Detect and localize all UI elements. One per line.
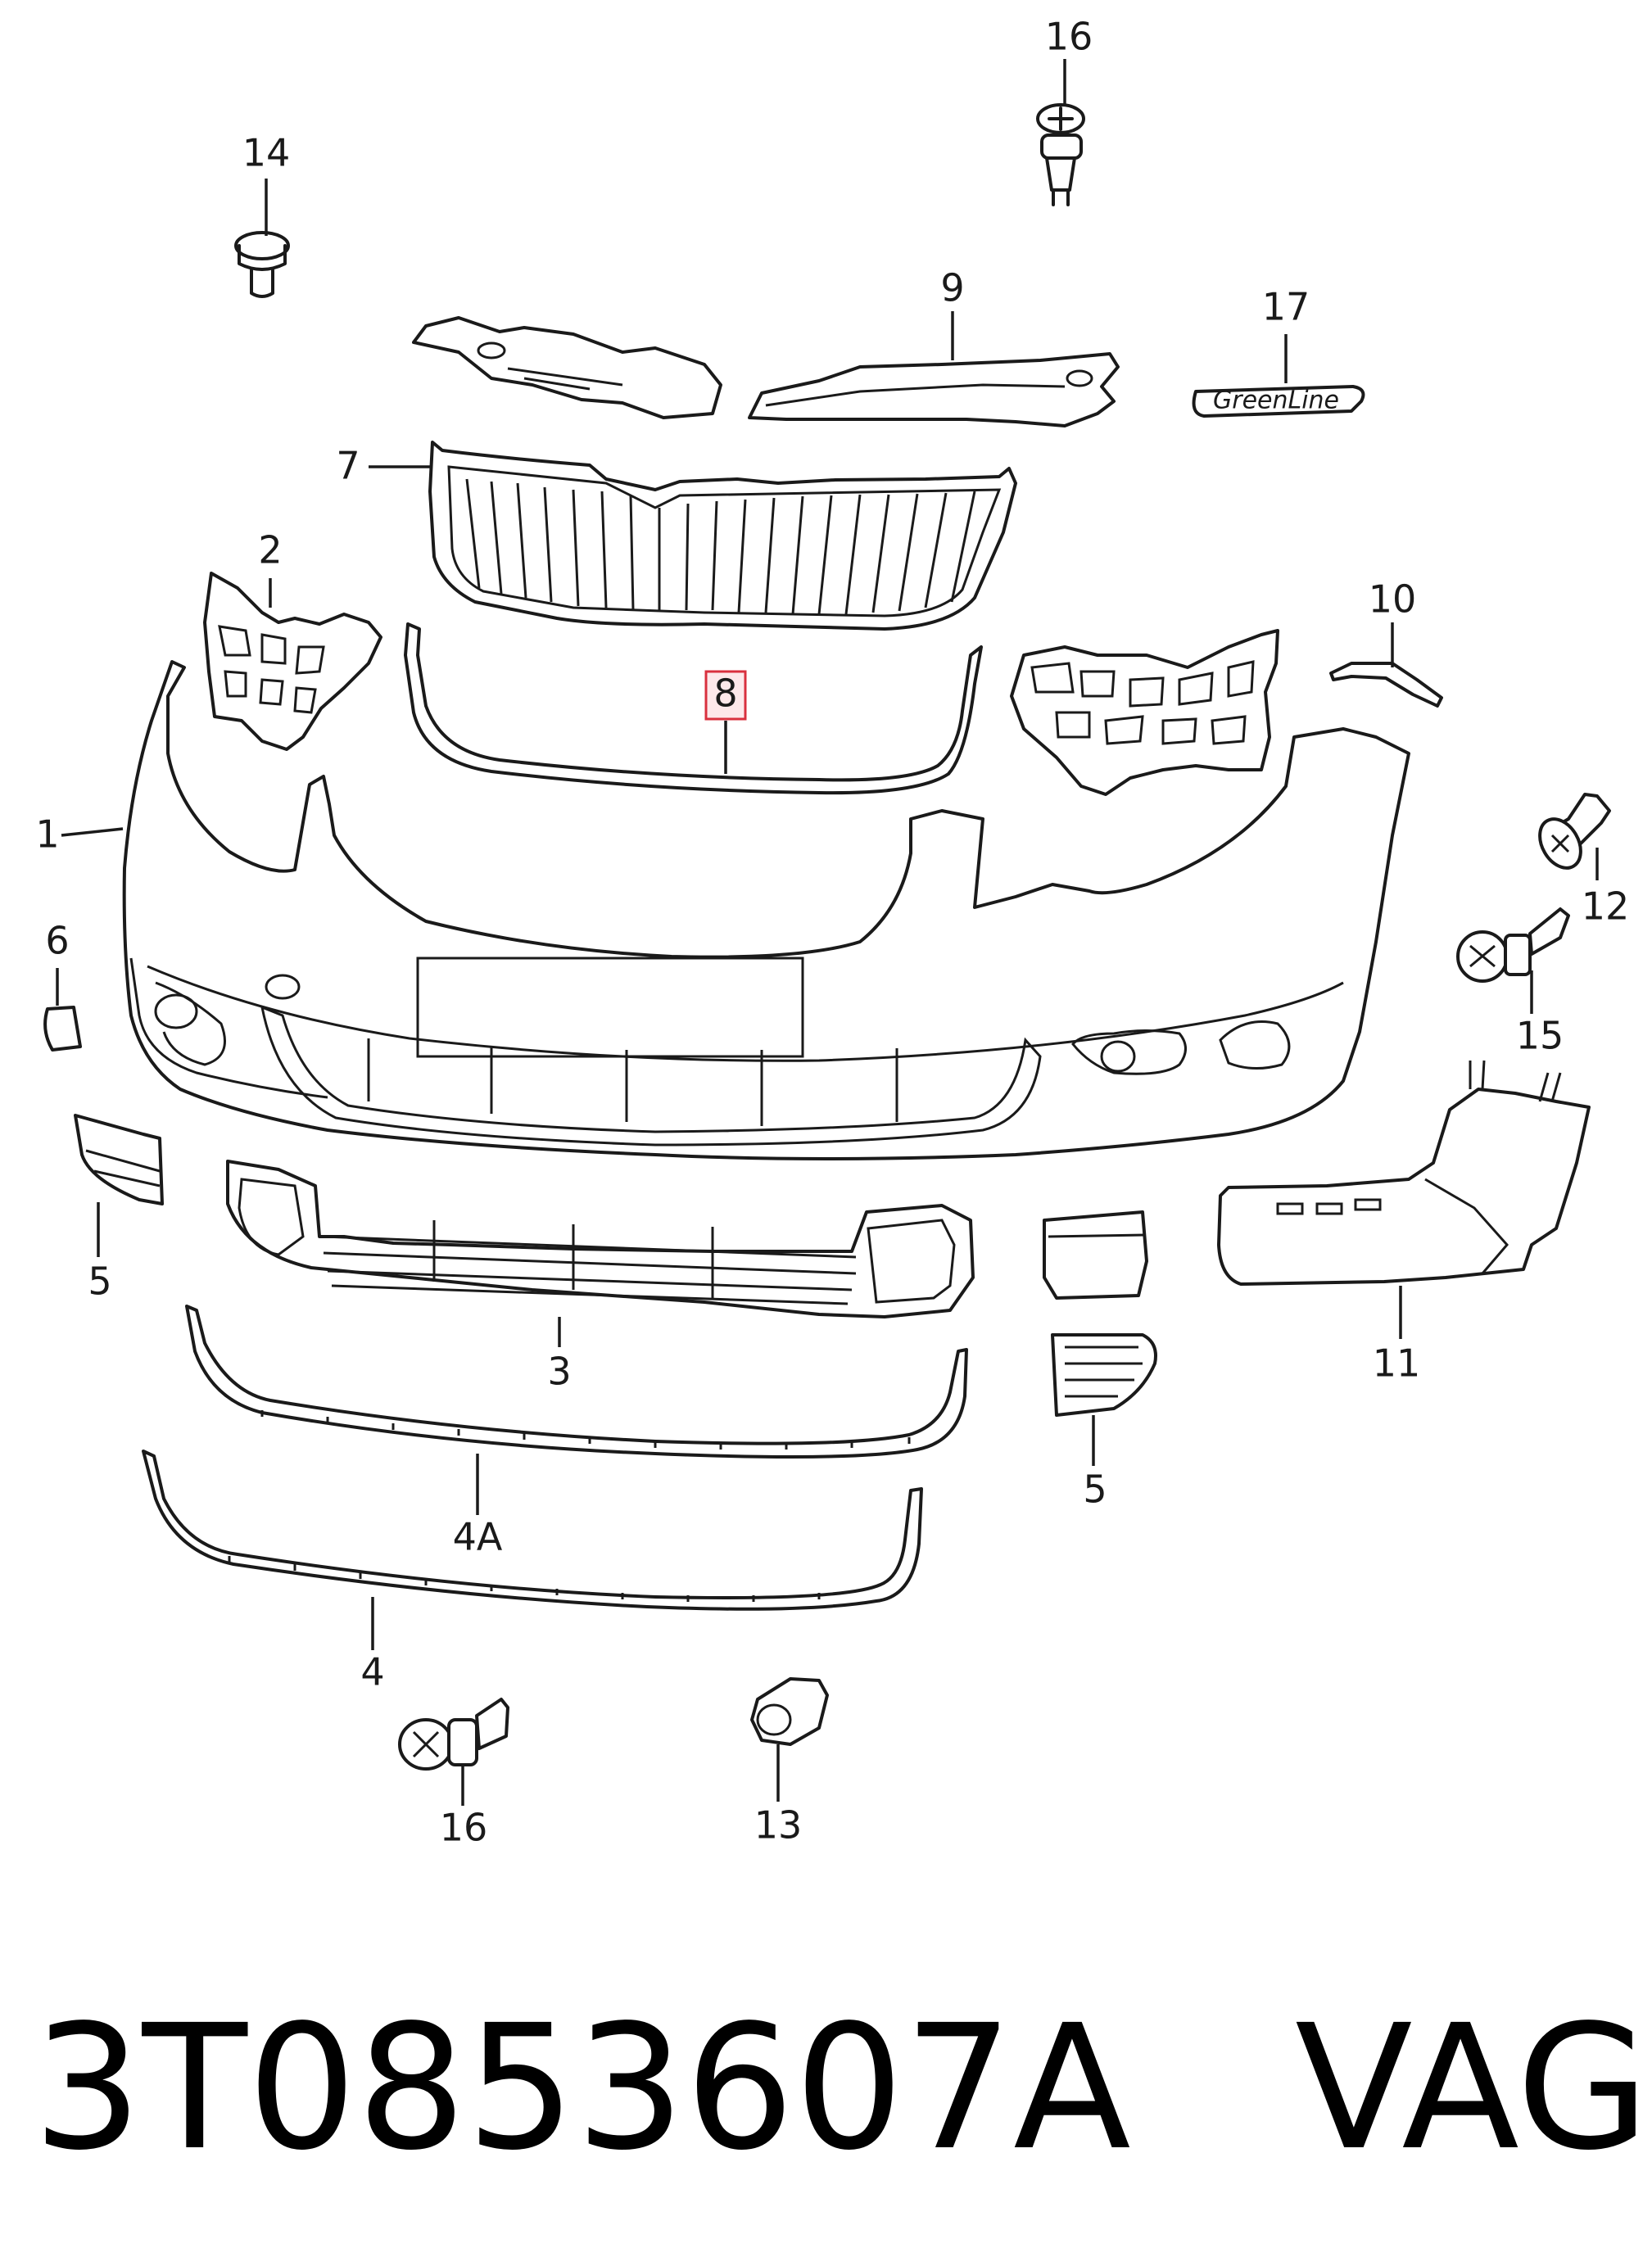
- callout-4: 4: [360, 1650, 384, 1694]
- bracket-right-large: [1010, 629, 1279, 796]
- part-number-caption: 3T0853607A VAG: [33, 1982, 1650, 2195]
- bumper-lower-grille: [260, 1005, 1042, 1147]
- callout-4a: 4A: [453, 1515, 503, 1559]
- greenline-badge-17: GreenLine: [1192, 385, 1365, 418]
- callout-16-top: 16: [1045, 15, 1093, 59]
- callout-labels: 16 14 9 17 7 2 10 8 1 12 6 15 5 11 3 5 4…: [35, 15, 1629, 1850]
- callout-5-left: 5: [88, 1260, 111, 1304]
- part-number: 3T0853607A: [33, 1988, 1131, 2188]
- callout-10: 10: [1369, 577, 1417, 622]
- callout-15: 15: [1516, 1014, 1564, 1058]
- grille-slats: [465, 478, 976, 615]
- callout-14: 14: [242, 131, 291, 175]
- callout-16-bottom: 16: [440, 1806, 488, 1850]
- lower-grille-bars: [323, 1220, 857, 1305]
- strip-4: [142, 1450, 923, 1611]
- callout-8: 8: [713, 672, 737, 716]
- callout-17: 17: [1262, 285, 1310, 329]
- lower-grille-3: [226, 1160, 975, 1318]
- strip-4a: [185, 1305, 968, 1459]
- callout-1: 1: [35, 812, 59, 857]
- callout-11: 11: [1373, 1341, 1421, 1386]
- leader-1: [61, 827, 124, 837]
- grille-7: [428, 441, 1017, 631]
- callout-3: 3: [547, 1350, 571, 1394]
- rivet-13: [750, 1677, 829, 1746]
- screw-14: [234, 231, 290, 298]
- callout-2: 2: [258, 528, 282, 572]
- callout-13: 13: [754, 1803, 803, 1848]
- strip-10: [1329, 662, 1443, 708]
- screw-12: [1538, 793, 1611, 870]
- bracket-2-left: [203, 572, 382, 751]
- callout-8-highlight: [704, 670, 747, 721]
- callout-12: 12: [1582, 884, 1630, 929]
- insert-5-right: [1051, 1333, 1157, 1417]
- clip-15: [1456, 907, 1570, 983]
- cap-6: [43, 1006, 82, 1052]
- bracket-9-left: [412, 316, 722, 419]
- brand-name: VAG: [1295, 1988, 1650, 2188]
- caption-spacer: [1131, 1988, 1295, 2188]
- callout-5-right: 5: [1083, 1468, 1107, 1512]
- clip-16-bottom: [398, 1698, 509, 1771]
- callout-9: 9: [940, 266, 964, 310]
- insert-5-left: [74, 1114, 164, 1205]
- bracket-9-right: [748, 352, 1120, 427]
- trim-strip-8: [404, 622, 983, 795]
- insert-5-center: [1043, 1210, 1148, 1300]
- clip-16-top: [1036, 103, 1085, 206]
- callout-6: 6: [45, 919, 69, 963]
- callout-7: 7: [336, 444, 360, 488]
- badge-greenline-text: GreenLine: [1213, 387, 1339, 415]
- side-bracket-11: [1217, 1060, 1591, 1286]
- bumper-cover-1: [122, 660, 1410, 1160]
